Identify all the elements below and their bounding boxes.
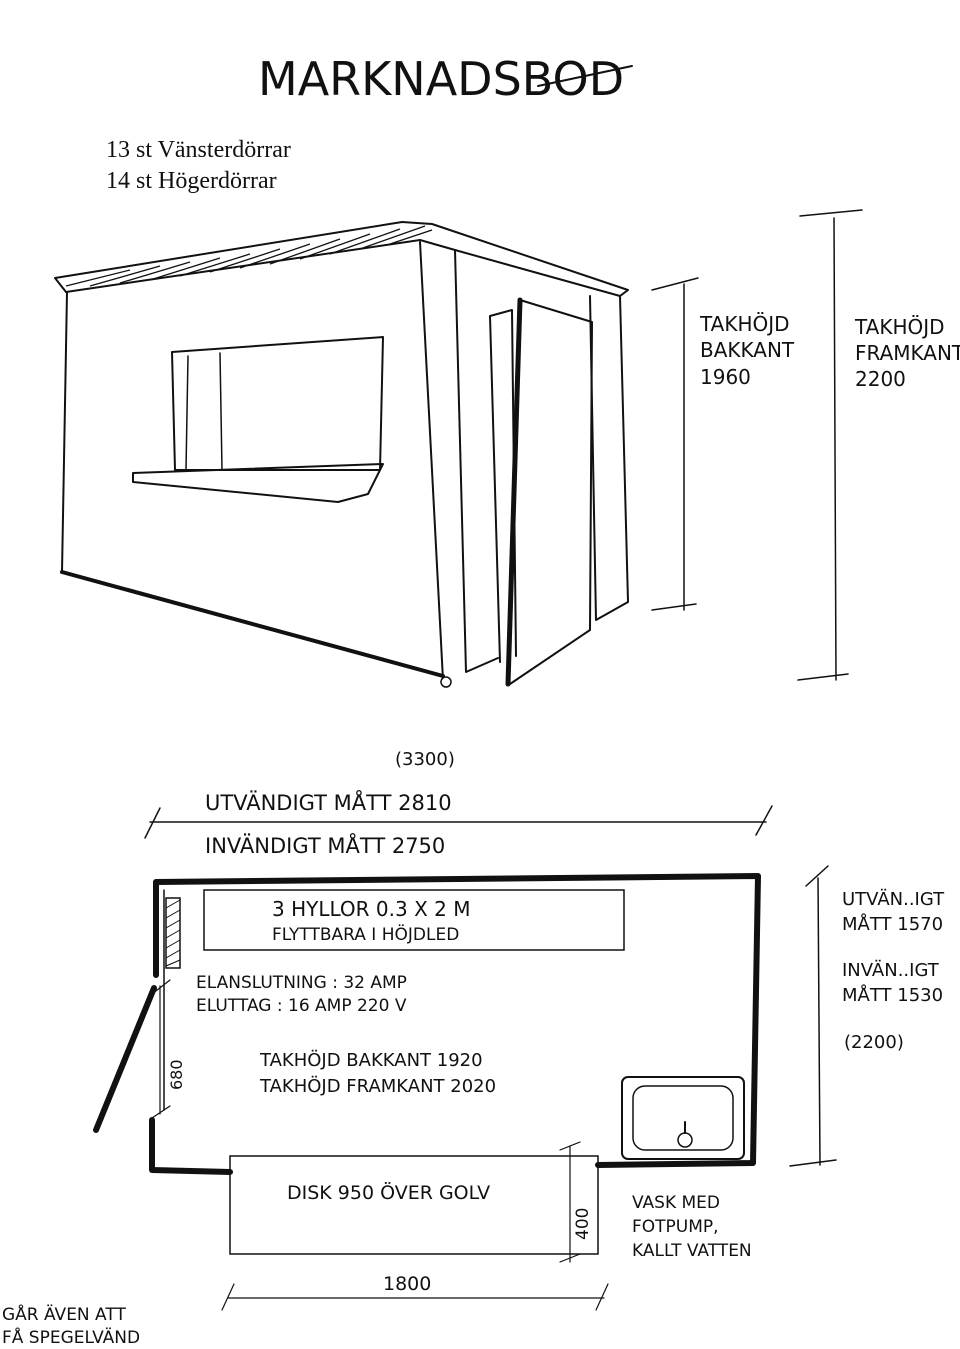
- left-doors-count: 13 st Vänsterdörrar: [106, 137, 291, 163]
- rear-height-label-1: TAKHÖJD: [699, 312, 790, 336]
- width-dimension: UTVÄN..IGT MÅTT 1570 INVÄN..IGT MÅTT 153…: [789, 865, 945, 1167]
- counter-flap: [132, 463, 384, 503]
- drawing-title: MARKNADSBOD: [258, 52, 624, 106]
- counter: [229, 1155, 599, 1255]
- shelves-box: [203, 889, 625, 951]
- shelves-label: 3 HYLLOR 0.3 X 2 M: [272, 897, 470, 921]
- mirror-note-2: FÅ SPEGELVÄND: [2, 1326, 140, 1348]
- title-strike: [537, 65, 633, 87]
- inner-width-label: INVÄN..IGT: [842, 960, 940, 981]
- front-wall-base: [60, 570, 445, 678]
- shelf-support: [165, 897, 181, 969]
- plan-outer-wall: [153, 873, 761, 1168]
- sink-drain: [677, 1132, 693, 1148]
- counter-depth-dimension: 400: [559, 1141, 593, 1263]
- roof-slats: [65, 225, 433, 287]
- serving-window: [171, 336, 384, 471]
- inner-length: INVÄNDIGT MÅTT 2750: [205, 832, 445, 858]
- counter-length-dimension: 1800: [221, 1273, 609, 1311]
- rear-ceiling-height: TAKHÖJD BAKKANT 1920: [259, 1049, 483, 1071]
- inner-width-value: MÅTT 1530: [842, 984, 943, 1006]
- front-wall-corner: [419, 241, 444, 681]
- roof: [54, 221, 629, 297]
- rear-height-label-2: BAKKANT: [700, 338, 795, 362]
- outer-length: UTVÄNDIGT MÅTT 2810: [205, 789, 452, 815]
- counter-depth: 400: [573, 1208, 593, 1240]
- open-door: [509, 299, 593, 685]
- sink-label-1: VASK MED: [632, 1193, 720, 1213]
- shelf-support-hatch: [165, 899, 181, 967]
- total-width: (2200): [844, 1032, 904, 1053]
- counter-length: 1800: [383, 1273, 431, 1295]
- side-wall-rear: [589, 295, 629, 621]
- wheel: [440, 676, 452, 688]
- shelves-note: FLYTTBARA I HÖJDLED: [272, 923, 459, 945]
- front-height-dimension: TAKHÖJD FRAMKANT 2200: [797, 209, 960, 681]
- side-wall: [454, 249, 499, 673]
- door-width-dimension: 680: [151, 979, 186, 1119]
- outer-width-value: MÅTT 1570: [842, 913, 943, 935]
- front-ceiling-height: TAKHÖJD FRAMKANT 2020: [259, 1075, 496, 1097]
- door-edge: [505, 297, 523, 687]
- front-height-label-1: TAKHÖJD: [854, 315, 945, 339]
- right-doors-count: 14 st Högerdörrar: [106, 168, 277, 194]
- sink: [621, 1076, 745, 1160]
- counter-label: DISK 950 ÖVER GOLV: [287, 1181, 490, 1204]
- plan-wall-corner: [149, 1117, 233, 1175]
- sink-label-2: FOTPUMP,: [632, 1217, 719, 1237]
- sink-label-3: KALLT VATTEN: [632, 1241, 752, 1261]
- power-connection: ELANSLUTNING : 32 AMP: [196, 973, 407, 993]
- front-height-label-2: FRAMKANT: [855, 341, 960, 365]
- mirror-note-1: GÅR ÄVEN ATT: [2, 1303, 126, 1325]
- rear-height-dimension: TAKHÖJD BAKKANT 1960: [651, 277, 795, 611]
- length-dimension-line: [144, 805, 773, 839]
- window-shutter: [185, 352, 223, 471]
- plan-door: [93, 985, 157, 1133]
- rear-height-value: 1960: [700, 365, 751, 389]
- power-outlet: ELUTTAG : 16 AMP 220 V: [196, 996, 407, 1016]
- door-width: 680: [167, 1059, 186, 1090]
- stall-elevation: [54, 221, 629, 688]
- front-height-value: 2200: [855, 367, 906, 391]
- outer-width-label: UTVÄN..IGT: [842, 889, 945, 910]
- total-length: (3300): [395, 749, 455, 770]
- front-wall-left-edge: [61, 291, 68, 573]
